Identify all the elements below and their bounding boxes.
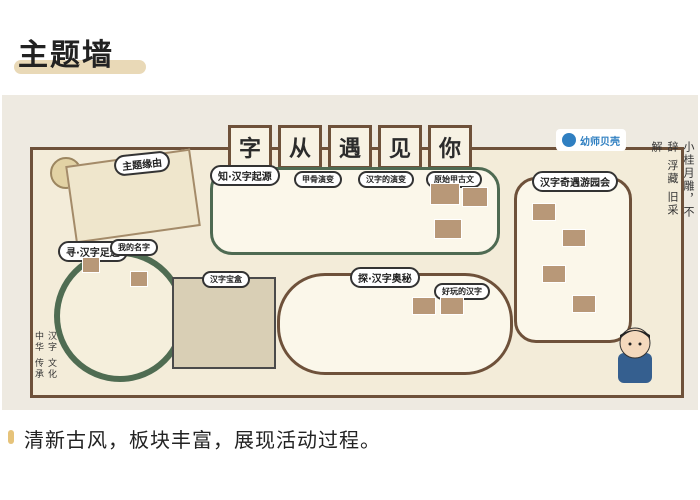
title-char: 见 — [378, 125, 422, 169]
tag-hanzi-evolution: 汉字的演变 — [358, 171, 414, 188]
activity-photo — [562, 229, 586, 247]
page-title: 主题墙 — [18, 38, 114, 73]
child-photo — [82, 257, 100, 273]
caption-marker — [8, 430, 14, 444]
wall-title-sign: 字 从 遇 见 你 — [228, 125, 472, 169]
activity-photo — [462, 187, 488, 207]
tag-radical-box: 汉字宝盒 — [202, 271, 250, 288]
activity-photo — [572, 295, 596, 313]
grid-board — [172, 277, 276, 369]
activity-photo — [542, 265, 566, 283]
vertical-poem: 小桂月雕，不辞 浮藏 旧采 解 — [650, 141, 695, 219]
child-mascot-icon — [618, 327, 652, 383]
tag-park: 汉字奇遇游园会 — [532, 171, 618, 192]
title-char: 你 — [428, 125, 472, 169]
theme-wall-photo: 字 从 遇 见 你 幼师贝壳 主题缘由 知·汉字起源 甲骨演变 汉字的演变 原始… — [2, 95, 698, 410]
tag-my-name: 我的名字 — [110, 239, 158, 256]
title-char: 从 — [278, 125, 322, 169]
activity-photo — [412, 297, 436, 315]
brand-logo: 幼师贝壳 — [556, 129, 626, 151]
caption-text: 清新古风，板块丰富，展现活动过程。 — [24, 428, 381, 452]
title-char: 字 — [228, 125, 272, 169]
tag-explore: 探·汉字奥秘 — [350, 267, 420, 288]
brand-text: 幼师贝壳 — [580, 136, 620, 148]
tag-know-origin: 知·汉字起源 — [210, 165, 280, 186]
activity-photo — [434, 219, 462, 239]
activity-photo — [532, 203, 556, 221]
activity-photo — [440, 297, 464, 315]
child-photo — [130, 271, 148, 287]
shell-icon — [562, 133, 576, 147]
panel-park — [514, 177, 632, 343]
tag-oracle: 甲骨演变 — [294, 171, 342, 188]
activity-photo — [430, 183, 460, 205]
circle-inner — [60, 256, 180, 376]
left-vertical-text: 汉字 文化 中华 传承 — [33, 331, 56, 380]
title-char: 遇 — [328, 125, 372, 169]
